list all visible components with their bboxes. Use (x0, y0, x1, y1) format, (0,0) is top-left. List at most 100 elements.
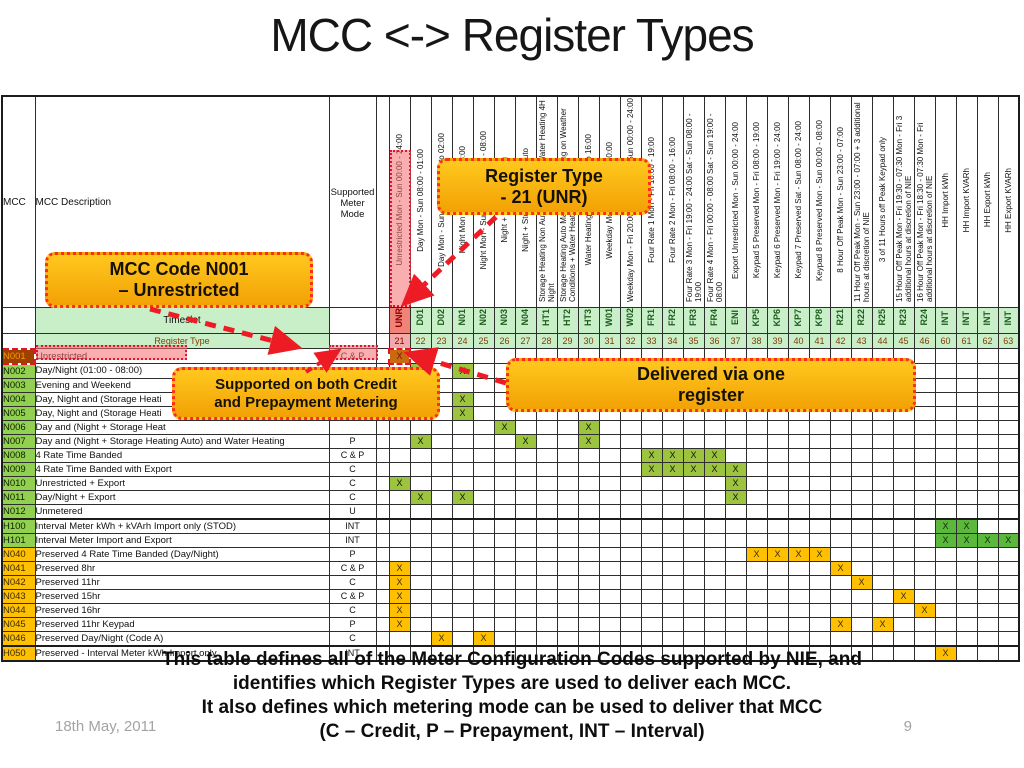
cell-N045-KP7 (787, 616, 810, 632)
cell-N043-FR3 (682, 588, 705, 604)
cell-N012-N02 (472, 503, 495, 519)
cell-N007-R25 (871, 433, 894, 449)
cell-N006-HT3: X (577, 419, 600, 435)
cell-N010-D01 (409, 475, 432, 491)
row-mode-N007: P (328, 433, 377, 449)
row-mode-N043: C & P (328, 588, 377, 604)
cell-N040-KP7: X (787, 546, 810, 562)
row-mode-N006 (328, 419, 377, 435)
column-desc-text: Export Unrestricted Mon - Sun 00:00 - 24… (731, 121, 740, 279)
cell-H100-KP6 (766, 517, 789, 534)
cell-N006-R24 (913, 419, 936, 435)
column-desc-text: Keypad 8 Preserved Mon - Sun 00:00 - 08:… (815, 119, 824, 281)
column-desc-text: 11 Hour Off Peak Mon - Sun 23:00 - 07:00… (852, 102, 871, 302)
cell-N006-KP6 (766, 419, 789, 435)
row-desc-N010: Unrestricted + Export (34, 475, 330, 491)
cell-N010-ENI: X (724, 475, 747, 491)
cell-N042-HT2 (556, 574, 579, 590)
cell-H101-R21 (829, 532, 852, 548)
callout-delivered-line1: Delivered via one (636, 364, 786, 385)
cell-N045-KP8 (808, 616, 831, 632)
cell-N011-D01: X (409, 489, 432, 505)
cell-N041-W01 (598, 560, 621, 576)
cell-H101-HT3 (577, 532, 600, 548)
cell-N046-N01 (451, 630, 474, 646)
cell-N011-R25 (871, 489, 894, 505)
timeslot-code-R23: R23 (892, 307, 915, 334)
timeslot-code-R24: R24 (913, 307, 936, 334)
row-mode-N044: C (328, 602, 377, 618)
cell-N044-R24: X (913, 602, 936, 618)
register-num-HT2: 29 (556, 332, 579, 349)
spacer-cell (375, 602, 390, 618)
cell-N040-I61 (955, 546, 978, 562)
cell-N044-W02 (619, 602, 642, 618)
cell-N011-R22 (850, 489, 873, 505)
cell-N007-I61 (955, 433, 978, 449)
cell-H101-KP8 (808, 532, 831, 548)
cell-H100-FR1 (640, 517, 663, 534)
cell-N042-FR2 (661, 574, 684, 590)
column-desc-text: Keypad 7 Preserved Sat - Sun 08:00 - 24:… (794, 121, 803, 279)
cell-N007-N04: X (514, 433, 537, 449)
cell-N001-UNR: X (388, 347, 411, 365)
column-desc-text: HH Import KVARh (962, 167, 971, 233)
timeslot-code-FR1: FR1 (640, 307, 663, 334)
column-desc-ENI: Export Unrestricted Mon - Sun 00:00 - 24… (724, 95, 747, 308)
cell-N009-R23 (892, 461, 915, 477)
cell-N006-I63 (997, 419, 1020, 435)
cell-H100-FR4 (703, 517, 726, 534)
cell-N046-HT1 (535, 630, 558, 646)
cell-N046-R22 (850, 630, 873, 646)
spacer-cell (375, 560, 390, 576)
cell-N001-I60 (934, 348, 957, 364)
cell-H101-FR2 (661, 532, 684, 548)
cell-N007-I63 (997, 433, 1020, 449)
cell-H101-KP6 (766, 532, 789, 548)
cell-N012-N01 (451, 503, 474, 519)
cell-N006-N02 (472, 419, 495, 435)
cell-N045-FR4 (703, 616, 726, 632)
cell-H101-R25 (871, 532, 894, 548)
cell-N042-N02 (472, 574, 495, 590)
cell-N009-FR3: X (682, 461, 705, 477)
cell-N007-W01 (598, 433, 621, 449)
register-num-I61: 61 (955, 332, 978, 349)
cell-N005-I62 (976, 405, 999, 421)
cell-N046-N03 (493, 630, 516, 646)
cell-N043-N03 (493, 588, 516, 604)
cell-N043-R21 (829, 588, 852, 604)
cell-N044-N03 (493, 602, 516, 618)
cell-N009-HT1 (535, 461, 558, 477)
cell-N040-R22 (850, 546, 873, 562)
cell-N007-KP7 (787, 433, 810, 449)
cell-N009-I63 (997, 461, 1020, 477)
cell-N043-I62 (976, 588, 999, 604)
cell-N011-D02 (430, 489, 453, 505)
register-num-UNR: 21 (388, 332, 411, 349)
cell-N011-R24 (913, 489, 936, 505)
cell-N043-HT2 (556, 588, 579, 604)
cell-N040-R24 (913, 546, 936, 562)
cell-N041-HT2 (556, 560, 579, 576)
cell-N008-I63 (997, 447, 1020, 463)
cell-N010-R24 (913, 475, 936, 491)
spacer-cell (375, 588, 390, 604)
cell-N012-R21 (829, 503, 852, 519)
cell-H100-R22 (850, 517, 873, 534)
cell-N045-FR3 (682, 616, 705, 632)
cell-H101-HT1 (535, 532, 558, 548)
cell-N010-I60 (934, 475, 957, 491)
cell-N012-HT2 (556, 503, 579, 519)
cell-N044-KP7 (787, 602, 810, 618)
cell-N006-KP5 (745, 419, 768, 435)
cell-N040-FR1 (640, 546, 663, 562)
row-desc-H101: Interval Meter Import and Export (34, 532, 330, 548)
cell-N011-N03 (493, 489, 516, 505)
cell-N002-R24 (913, 363, 936, 379)
cell-N044-R21 (829, 602, 852, 618)
cell-N010-FR3 (682, 475, 705, 491)
summary-text: This table defines all of the Meter Conf… (0, 648, 1024, 744)
